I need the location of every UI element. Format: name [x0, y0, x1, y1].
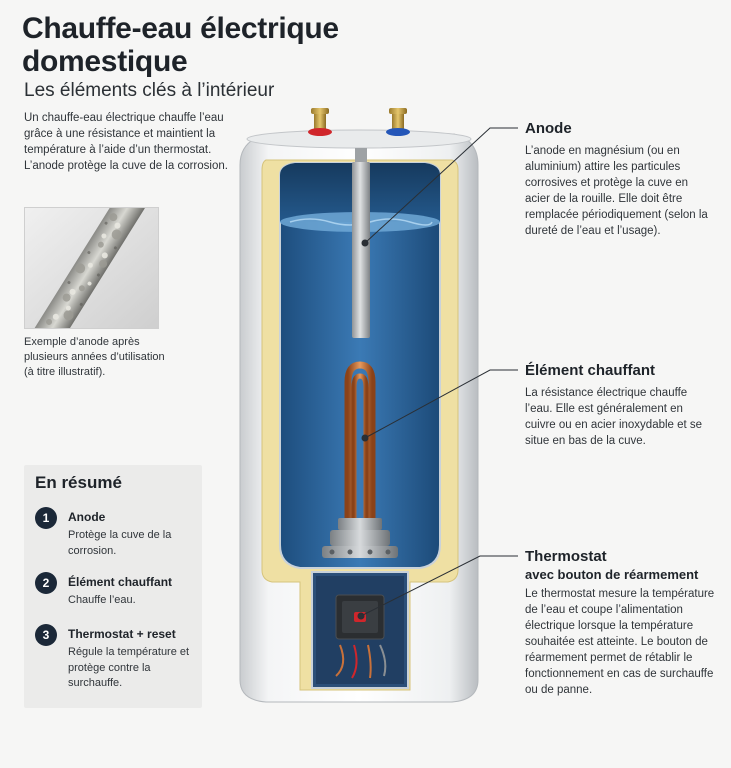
anode-callout-title: Anode — [525, 120, 572, 137]
summary-item-desc: Chauffe l’eau. — [68, 594, 136, 606]
summary-number-badge: 3 — [35, 624, 57, 646]
summary-item-desc: Protège la cuve de la corrosion. — [68, 529, 172, 557]
summary-item-title: Thermostat + reset — [68, 627, 176, 641]
heating-element — [322, 361, 398, 558]
photo-caption: Exemple d’anode après plusieurs années d… — [24, 336, 165, 378]
summary-item-desc: Régule la température et protège contre … — [68, 646, 190, 689]
anode-rod — [352, 148, 370, 338]
element-callout-title: Élément chauffant — [525, 362, 656, 379]
anode-callout-desc: L’anode en magnésium (ou en aluminium) a… — [525, 145, 708, 237]
summary-number-badge: 1 — [35, 507, 57, 529]
summary-item-title: Élément chauffant — [68, 575, 173, 589]
leader-lines — [357, 127, 518, 620]
element-callout-desc: La résistance électrique chauffe l’eau. … — [525, 387, 703, 447]
thermostat-callout-title-line1: Thermostat — [525, 548, 607, 565]
summary-heading: En résumé — [35, 473, 122, 492]
inlet-outlet-pipes — [308, 108, 410, 136]
summary-item-title: Anode — [68, 510, 106, 524]
summary-number-badge: 2 — [35, 572, 57, 594]
summary-box: En résumé 1 Anode Protège la cuve de la … — [24, 465, 202, 708]
page-title: Chauffe-eau électrique domestique — [22, 12, 339, 78]
corroded-anode-image — [25, 208, 158, 328]
intro-text: Un chauffe-eau électrique chauffe l’eau … — [24, 112, 228, 172]
thermostat-callout-title-line2: avec bouton de réarmement — [525, 567, 699, 582]
thermostat-callout-desc: Le thermostat mesure la température de l… — [525, 588, 715, 696]
page-subtitle: Les éléments clés à l’intérieur — [24, 80, 275, 101]
anode-photo — [24, 207, 159, 329]
